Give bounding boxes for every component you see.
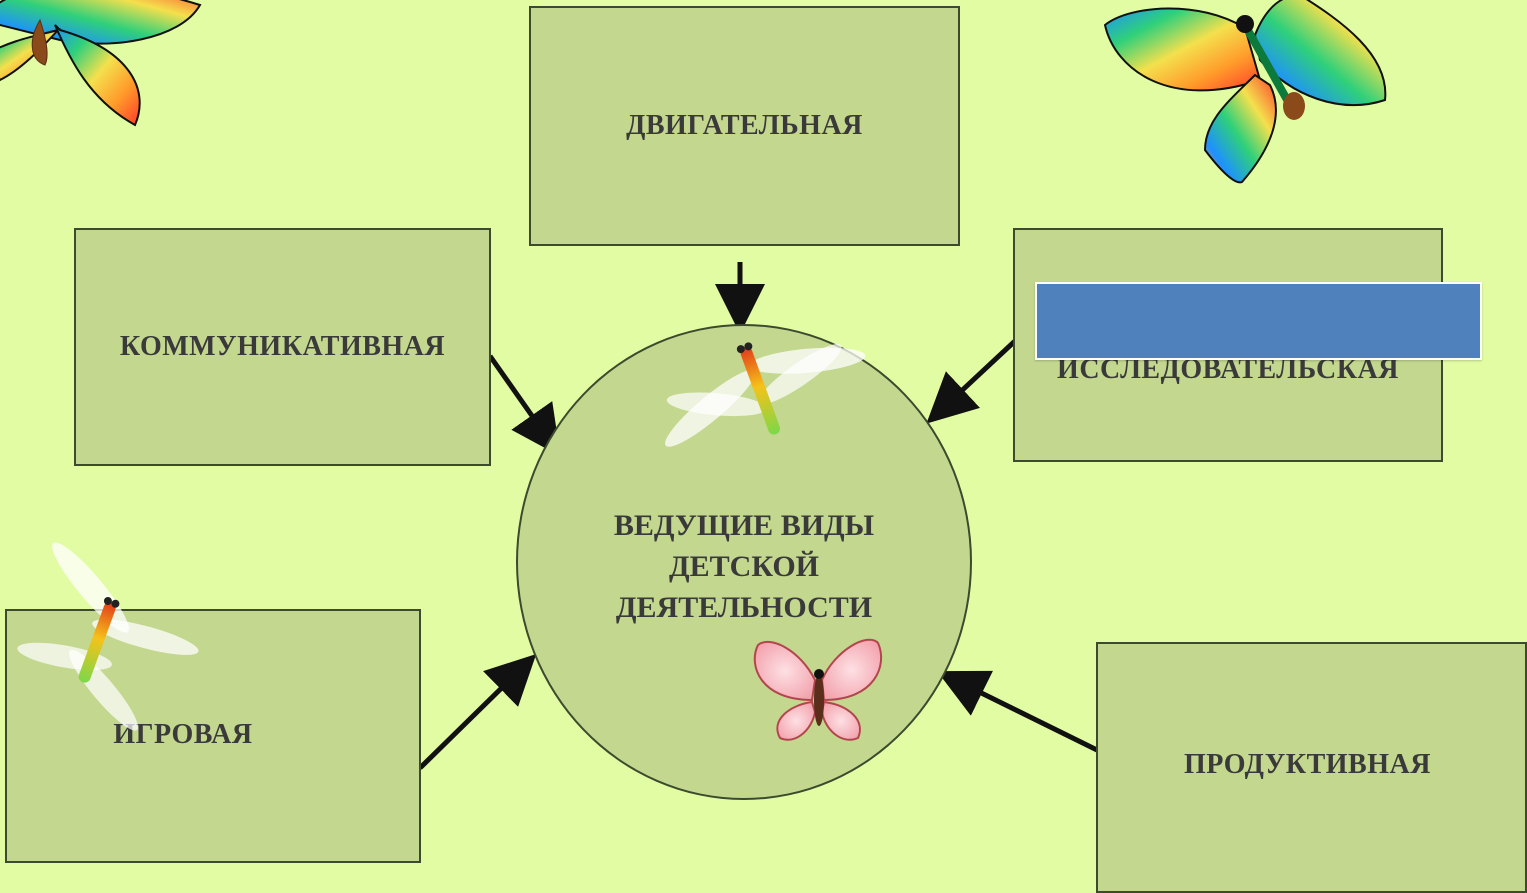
box-kommunikativnaya: КОММУНИКАТИВНАЯ: [74, 228, 491, 466]
arrow-from-issledovatelskaya: [926, 339, 1017, 424]
dragonfly-icon: [17, 542, 199, 731]
center-label: ВЕДУЩИЕ ВИДЫ ДЕТСКОЙ ДЕЯТЕЛЬНОСТИ: [516, 505, 972, 628]
box-label: КОММУНИКАТИВНАЯ: [119, 331, 446, 362]
box-dvigatelnaya: ДВИГАТЕЛЬНАЯ: [529, 6, 960, 246]
center-label-line: ДЕЯТЕЛЬНОСТИ: [615, 591, 873, 624]
dragonfly-icon: [665, 342, 866, 447]
box-produktivnaya: ПРОДУКТИВНАЯ: [1096, 642, 1527, 893]
pink-butterfly-icon: [753, 638, 883, 741]
rainbow-butterfly-icon: [0, 0, 202, 127]
rainbow-butterfly-icon: [1103, 0, 1387, 184]
arrow-from-kommunikativnaya: [487, 354, 561, 457]
center-label-line: ВЕДУЩИЕ ВИДЫ: [613, 509, 875, 542]
box-label: ДВИГАТЕЛЬНАЯ: [626, 110, 863, 141]
box-label: ПРОДУКТИВНАЯ: [1184, 748, 1431, 780]
arrow-from-igrovaya: [418, 653, 537, 770]
center-label-line: ДЕТСКОЙ: [669, 550, 819, 583]
blue-overlay-rectangle: [1035, 282, 1482, 360]
arrow-from-produktivnaya: [937, 670, 1099, 753]
